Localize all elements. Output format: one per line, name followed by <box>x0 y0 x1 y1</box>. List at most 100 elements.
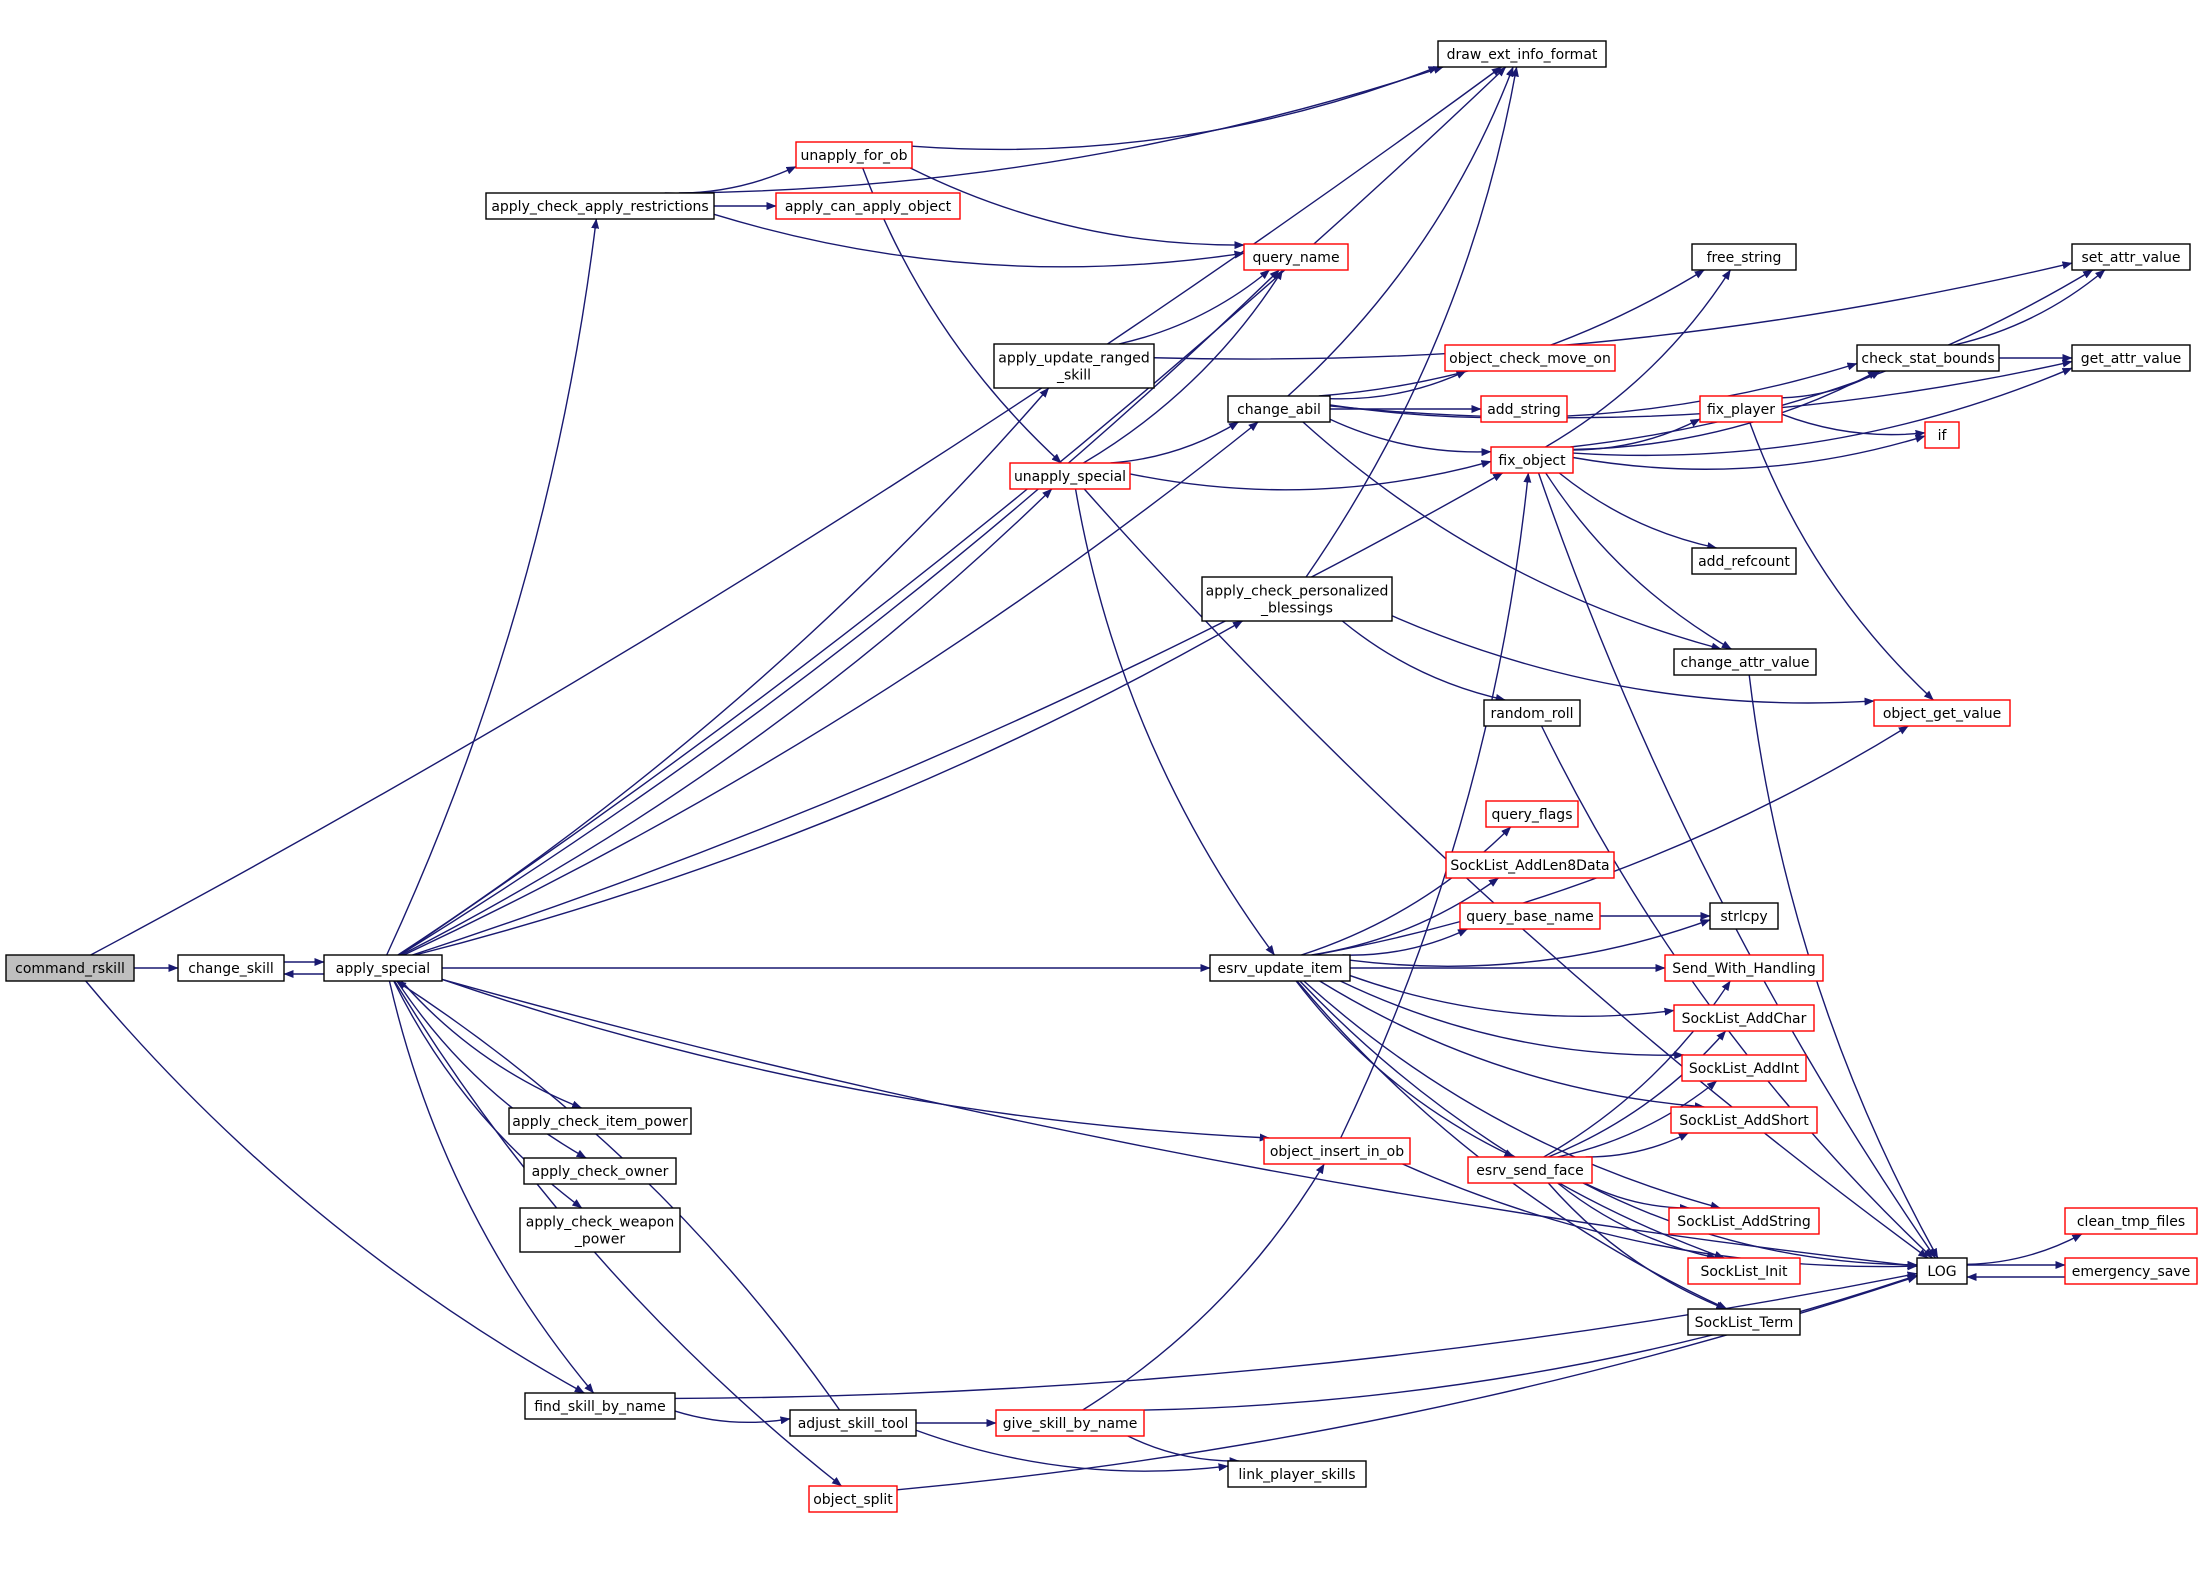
node-object_check_move_on[interactable]: object_check_move_on <box>1444 344 1616 372</box>
node-box-change_abil <box>1227 395 1331 423</box>
node-SockList_AddChar[interactable]: SockList_AddChar <box>1673 1004 1815 1032</box>
node-apply_check_item_power[interactable]: apply_check_item_power <box>508 1107 692 1135</box>
node-object_split[interactable]: object_split <box>808 1485 898 1513</box>
node-apply_check_personalized_blessings[interactable]: apply_check_personalized_blessings <box>1201 576 1393 622</box>
node-SockList_AddShort[interactable]: SockList_AddShort <box>1670 1106 1818 1134</box>
node-label-apply_update_ranged_skill: apply_update_ranged <box>998 351 1149 367</box>
edge-esrv_send_face-to-SockList_AddShort <box>1585 1132 1689 1158</box>
node-esrv_update_item[interactable]: esrv_update_item <box>1209 954 1351 982</box>
node-box-apply_check_personalized_blessings <box>1201 576 1393 622</box>
edge-esrv_update_item-to-SockList_AddString <box>1303 980 1721 1210</box>
node-change_abil[interactable]: change_abil <box>1227 395 1331 423</box>
node-LOG[interactable]: LOG <box>1916 1257 1968 1285</box>
edge-esrv_update_item-to-SockList_Init <box>1299 980 1725 1259</box>
edge-esrv_send_face-to-SockList_Init <box>1557 1182 1717 1260</box>
node-apply_special[interactable]: apply_special <box>323 954 443 982</box>
edge-change_abil-to-fix_object <box>1329 418 1492 457</box>
node-clean_tmp_files[interactable]: clean_tmp_files <box>2064 1207 2198 1235</box>
node-change_attr_value[interactable]: change_attr_value <box>1673 648 1817 676</box>
node-if[interactable]: if <box>1924 421 1960 449</box>
edge-check_stat_bounds-to-set_attr_value <box>1953 269 2106 346</box>
node-link_player_skills[interactable]: link_player_skills <box>1227 1460 1367 1488</box>
node-esrv_send_face[interactable]: esrv_send_face <box>1467 1156 1593 1184</box>
node-label-apply_check_weapon_power: _power <box>574 1232 626 1248</box>
node-label-SockList_AddShort: SockList_AddShort <box>1679 1113 1809 1129</box>
edge-apply_special-to-fix_object <box>412 472 1504 956</box>
node-label-add_string: add_string <box>1487 402 1561 418</box>
node-change_skill[interactable]: change_skill <box>177 954 285 982</box>
node-check_stat_bounds[interactable]: check_stat_bounds <box>1856 344 2000 372</box>
node-set_attr_value[interactable]: set_attr_value <box>2071 243 2191 271</box>
node-box-change_attr_value <box>1673 648 1817 676</box>
edge-apply_check_personalized_blessings-to-object_get_value <box>1391 615 1875 706</box>
node-label-query_flags: query_flags <box>1492 807 1573 823</box>
node-find_skill_by_name[interactable]: find_skill_by_name <box>524 1392 676 1420</box>
node-apply_check_owner[interactable]: apply_check_owner <box>523 1157 677 1185</box>
node-object_insert_in_ob[interactable]: object_insert_in_ob <box>1263 1137 1411 1165</box>
node-box-check_stat_bounds <box>1856 344 2000 372</box>
node-box-apply_can_apply_object <box>775 192 961 220</box>
edge-unapply_special-to-fix_object <box>1129 460 1492 491</box>
node-Send_With_Handling[interactable]: Send_With_Handling <box>1664 954 1824 982</box>
node-box-SockList_AddShort <box>1670 1106 1818 1134</box>
node-SockList_Init[interactable]: SockList_Init <box>1687 1257 1801 1285</box>
edge-apply_special-to-object_insert_in_ob <box>441 978 1270 1142</box>
node-label-emergency_save: emergency_save <box>2072 1264 2191 1280</box>
node-fix_player[interactable]: fix_player <box>1699 395 1783 423</box>
node-adjust_skill_tool[interactable]: adjust_skill_tool <box>789 1409 917 1437</box>
node-label-object_check_move_on: object_check_move_on <box>1449 351 1611 367</box>
node-box-strlcpy <box>1709 902 1779 930</box>
node-query_name[interactable]: query_name <box>1243 243 1349 271</box>
edge-esrv_send_face-to-SockList_AddInt <box>1557 1080 1718 1158</box>
node-apply_check_weapon_power[interactable]: apply_check_weapon_power <box>519 1207 681 1253</box>
node-fix_object[interactable]: fix_object <box>1490 446 1574 474</box>
node-add_refcount[interactable]: add_refcount <box>1691 547 1797 575</box>
edge-unapply_for_ob-to-query_name <box>910 167 1245 250</box>
node-give_skill_by_name[interactable]: give_skill_by_name <box>995 1409 1145 1437</box>
node-apply_can_apply_object[interactable]: apply_can_apply_object <box>775 192 961 220</box>
node-random_roll[interactable]: random_roll <box>1483 699 1581 727</box>
node-unapply_for_ob[interactable]: unapply_for_ob <box>795 141 913 169</box>
node-apply_check_apply_restrictions[interactable]: apply_check_apply_restrictions <box>485 192 715 220</box>
node-unapply_special[interactable]: unapply_special <box>1009 462 1131 490</box>
edge-esrv_update_item-to-object_get_value <box>1313 725 1909 956</box>
node-box-SockList_Term <box>1687 1308 1801 1336</box>
node-query_base_name[interactable]: query_base_name <box>1459 902 1601 930</box>
node-box-esrv_update_item <box>1209 954 1351 982</box>
node-object_get_value[interactable]: object_get_value <box>1873 699 2011 727</box>
node-label-set_attr_value: set_attr_value <box>2082 250 2181 266</box>
node-label-fix_player: fix_player <box>1707 402 1775 418</box>
node-box-unapply_special <box>1009 462 1131 490</box>
node-box-query_base_name <box>1459 902 1601 930</box>
node-strlcpy[interactable]: strlcpy <box>1709 902 1779 930</box>
node-label-SockList_Term: SockList_Term <box>1695 1315 1794 1331</box>
node-SockList_AddInt[interactable]: SockList_AddInt <box>1681 1054 1807 1082</box>
edge-fix_object-to-free_string <box>1545 269 1732 448</box>
node-box-LOG <box>1916 1257 1968 1285</box>
node-SockList_AddLen8Data[interactable]: SockList_AddLen8Data <box>1445 851 1615 879</box>
node-label-get_attr_value: get_attr_value <box>2081 351 2182 367</box>
node-SockList_Term[interactable]: SockList_Term <box>1687 1308 1801 1336</box>
node-command_rskill[interactable]: command_rskill <box>5 954 135 982</box>
node-label-apply_check_personalized_blessings: apply_check_personalized <box>1206 584 1389 600</box>
node-apply_update_ranged_skill[interactable]: apply_update_ranged_skill <box>993 343 1155 389</box>
node-label-link_player_skills: link_player_skills <box>1238 1467 1355 1483</box>
node-add_string[interactable]: add_string <box>1480 395 1568 423</box>
node-label-change_skill: change_skill <box>188 961 274 977</box>
node-free_string[interactable]: free_string <box>1691 243 1797 271</box>
node-emergency_save[interactable]: emergency_save <box>2064 1257 2198 1285</box>
node-label-clean_tmp_files: clean_tmp_files <box>2077 1214 2185 1230</box>
node-SockList_AddString[interactable]: SockList_AddString <box>1668 1207 1820 1235</box>
node-query_flags[interactable]: query_flags <box>1485 800 1579 828</box>
node-label-strlcpy: strlcpy <box>1720 909 1767 925</box>
node-label-apply_can_apply_object: apply_can_apply_object <box>785 199 952 215</box>
node-draw_ext_info_format[interactable]: draw_ext_info_format <box>1437 40 1607 68</box>
node-label-command_rskill: command_rskill <box>15 961 125 977</box>
edge-apply_special-to-query_name <box>399 269 1280 956</box>
node-box-object_split <box>808 1485 898 1513</box>
node-box-object_get_value <box>1873 699 2011 727</box>
node-get_attr_value[interactable]: get_attr_value <box>2071 344 2191 372</box>
node-box-get_attr_value <box>2071 344 2191 372</box>
edge-esrv_update_item-to-query_base_name <box>1342 928 1468 956</box>
node-label-apply_update_ranged_skill: _skill <box>1056 368 1091 384</box>
